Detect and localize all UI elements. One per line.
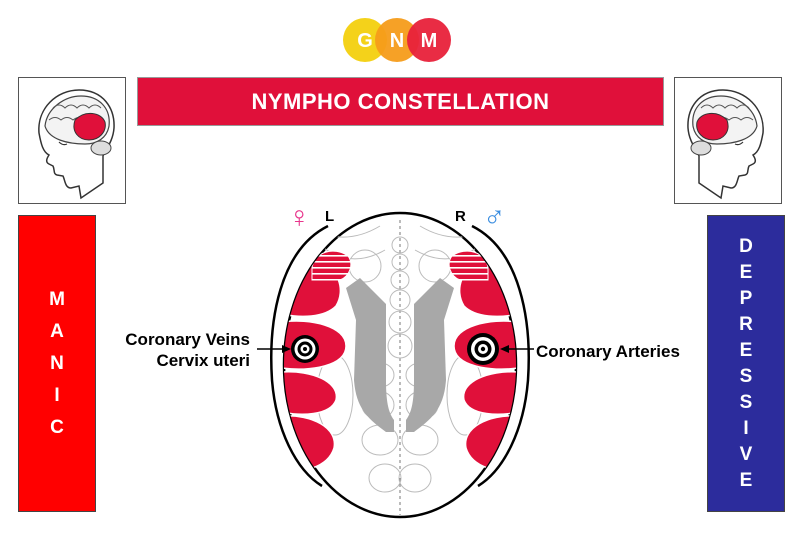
logo-letter-n: N — [390, 30, 404, 52]
right-striped-relay — [448, 250, 489, 281]
right-target-icon — [467, 333, 499, 365]
logo-circle-g — [343, 18, 387, 62]
right-hemisphere-label: R — [455, 208, 466, 225]
right-arrow-icon — [500, 345, 534, 353]
depressive-column: D E P R E S S I V E — [707, 215, 785, 512]
red-brain-area-right — [696, 113, 729, 141]
depressive-letter: P — [739, 287, 753, 309]
depressive-letter: S — [739, 365, 753, 387]
annotation-coronary-veins: Coronary Veins — [125, 330, 250, 349]
left-bracket — [270, 224, 329, 488]
left-red-relays — [284, 261, 347, 472]
manic-letter: C — [50, 416, 64, 438]
logo-letter-g: G — [357, 30, 373, 52]
right-ventricle — [406, 278, 454, 432]
logo-circle-n — [375, 18, 419, 62]
left-hemisphere-label: L — [325, 208, 335, 225]
left-annotation: Coronary Veins Cervix uteri — [108, 329, 250, 371]
red-brain-area-left — [73, 113, 106, 141]
annotation-cervix-uteri: Cervix uteri — [156, 351, 250, 370]
left-ventricle — [346, 278, 394, 432]
depressive-letter: S — [739, 391, 753, 413]
depressive-letter: R — [739, 313, 753, 335]
brain-outline — [282, 211, 518, 519]
depressive-letter: V — [739, 443, 753, 465]
logo-circle-m — [407, 18, 451, 62]
page-title: NYMPHO CONSTELLATION — [251, 88, 550, 114]
male-symbol-icon: ♂ — [483, 200, 506, 233]
depressive-letter: E — [739, 469, 753, 491]
right-red-relays — [453, 261, 516, 472]
manic-letter: N — [50, 352, 64, 374]
logo-letter-m: M — [421, 30, 438, 52]
left-striped-relay — [311, 250, 352, 281]
manic-letter: I — [54, 384, 60, 406]
annotation-coronary-arteries: Coronary Arteries — [536, 342, 680, 361]
female-symbol-icon: ♀ — [288, 201, 311, 234]
manic-letter: A — [50, 320, 64, 342]
head-profile-left — [18, 77, 126, 204]
depressive-letter: E — [739, 339, 753, 361]
head-profile-right — [674, 77, 782, 204]
brainstem-circles — [316, 236, 484, 493]
depressive-letter: D — [739, 235, 753, 257]
title-banner: NYMPHO CONSTELLATION — [137, 77, 664, 126]
gnm-logo: G N M — [343, 18, 451, 62]
manic-letter: M — [49, 288, 65, 310]
manic-column: M A N I C — [18, 215, 96, 512]
right-bracket — [471, 224, 530, 488]
depressive-letter: E — [739, 261, 753, 283]
left-arrow-icon — [257, 345, 291, 353]
left-target-icon — [291, 335, 319, 363]
depressive-letter: I — [743, 417, 749, 439]
